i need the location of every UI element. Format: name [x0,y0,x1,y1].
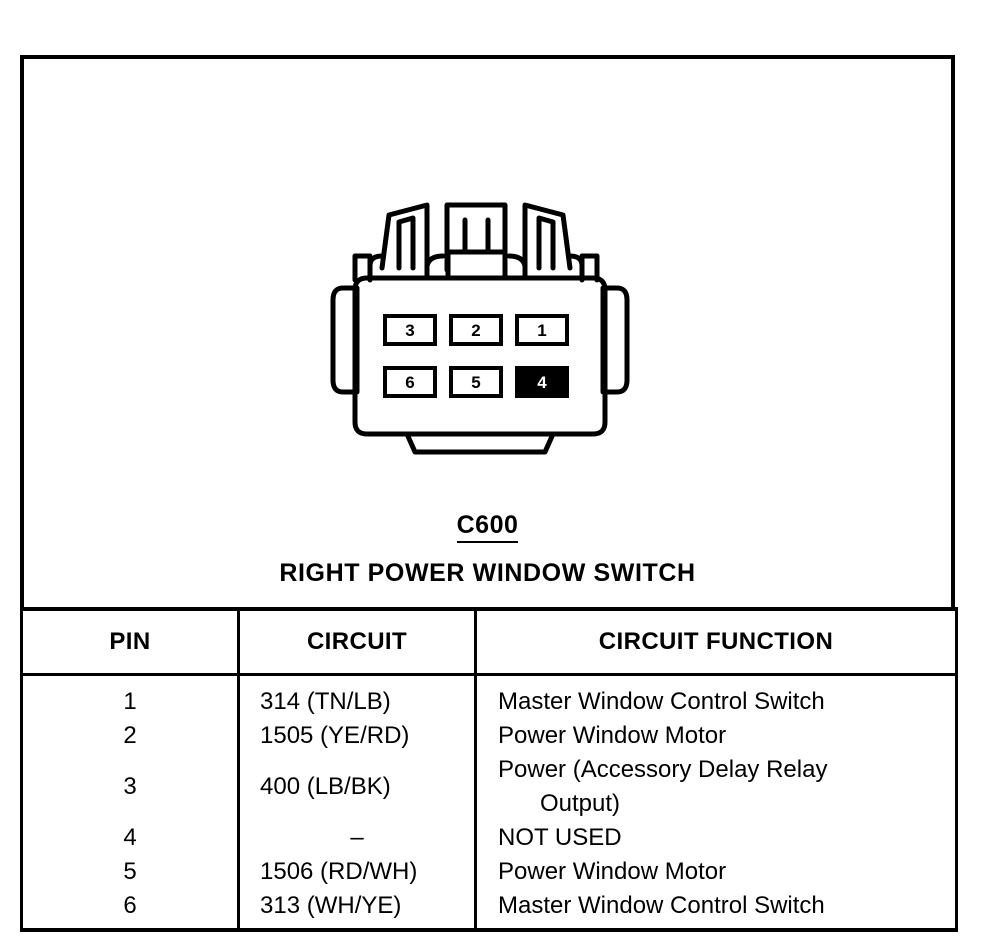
center-right-shoulder-icon [506,253,528,281]
cell-pin: 5 [20,855,240,889]
pin-cavity-2 [449,314,503,346]
right-lock-tab-icon [522,202,573,271]
pin-cavity-6-label: 6 [405,373,414,392]
function-text: Master Window Control Switch [498,892,825,919]
center-latch-icon [444,202,508,273]
pin-cavity-3-label: 3 [405,321,414,340]
left-lock-tab-inner-icon [396,215,416,271]
cell-circuit: 1506 (RD/WH) [237,855,477,889]
pin-cavity-1-label: 1 [537,321,546,340]
center-latch-collar-icon [445,249,508,281]
table-row: 1 314 (TN/LB) Master Window Control Swit… [20,674,958,719]
pin-cavity-2-label: 2 [471,321,480,340]
left-side-wing-icon [330,285,360,395]
table-row: 6 313 (WH/YE) Master Window Control Swit… [20,889,958,932]
figure-caption: C600 RIGHT POWER WINDOW SWITCH [24,512,951,587]
pin-cavity-5-label: 5 [471,373,480,392]
table-body: 1 314 (TN/LB) Master Window Control Swit… [20,674,958,932]
pin-cavity-3 [383,314,437,346]
cell-pin: 6 [20,889,240,932]
pin-cavity-row-top: 3 2 1 [383,314,569,346]
table-row: 4 – NOT USED [20,821,958,855]
right-side-wing-icon [600,285,630,395]
cell-circuit: 313 (WH/YE) [237,889,477,932]
cell-circuit-function: NOT USED [474,821,958,855]
connector-body-icon [352,275,608,437]
cell-circuit-function: Power Window Motor [474,855,958,889]
pin-assignment-table: PIN CIRCUIT CIRCUIT FUNCTION 1 314 (TN/L… [20,607,958,932]
cell-pin: 1 [20,674,240,719]
table-row: 3 400 (LB/BK) Power (Accessory Delay Rel… [20,753,958,821]
cell-circuit: 314 (TN/LB) [237,674,477,719]
column-header-circuit: CIRCUIT [237,607,477,676]
top-right-shoulder-icon [567,253,585,281]
function-text-continuation: Output) [540,790,621,817]
top-left-shoulder-icon [367,253,385,281]
column-header-circuit-function: CIRCUIT FUNCTION [474,607,958,676]
function-text: Power Window Motor [498,722,727,749]
pin-cavity-5 [449,366,503,398]
cell-circuit: 400 (LB/BK) [237,753,477,821]
cell-circuit-function: Master Window Control Switch [474,674,958,719]
cell-pin: 4 [20,821,240,855]
column-header-pin: PIN [20,607,240,676]
table-row: 5 1506 (RD/WH) Power Window Motor [20,855,958,889]
cell-circuit-function: Power (Accessory Delay Relay Output) [474,753,958,821]
cell-circuit-function: Power Window Motor [474,719,958,753]
cell-circuit-function: Master Window Control Switch [474,889,958,932]
pin-cavity-row-bottom: 6 5 4 [383,366,569,398]
connector-id-label: C600 [456,512,519,544]
cell-circuit: 1505 (YE/RD) [237,719,477,753]
connector-illustration: 3 2 1 6 5 4 [325,190,635,460]
pin-cavity-4-filled [515,366,569,398]
center-latch-stem-icon [462,217,491,255]
connector-skirt-icon [404,431,556,455]
function-text: Power (Accessory Delay Relay [498,756,828,783]
center-left-shoulder-icon [424,253,446,281]
pin-cavity-4-label: 4 [537,373,547,392]
function-text: Master Window Control Switch [498,688,825,715]
table-header-row: PIN CIRCUIT CIRCUIT FUNCTION [20,607,958,676]
cell-circuit: – [237,821,477,855]
connector-name-label: RIGHT POWER WINDOW SWITCH [279,559,696,588]
cell-pin: 2 [20,719,240,753]
cell-pin: 3 [20,753,240,821]
left-lock-tab-icon [379,202,430,271]
pin-cavity-6 [383,366,437,398]
table-row: 2 1505 (YE/RD) Power Window Motor [20,719,958,753]
function-text: NOT USED [498,824,622,851]
function-text: Power Window Motor [498,858,727,885]
right-lock-tab-inner-icon [536,215,556,271]
pin-cavity-1 [515,314,569,346]
